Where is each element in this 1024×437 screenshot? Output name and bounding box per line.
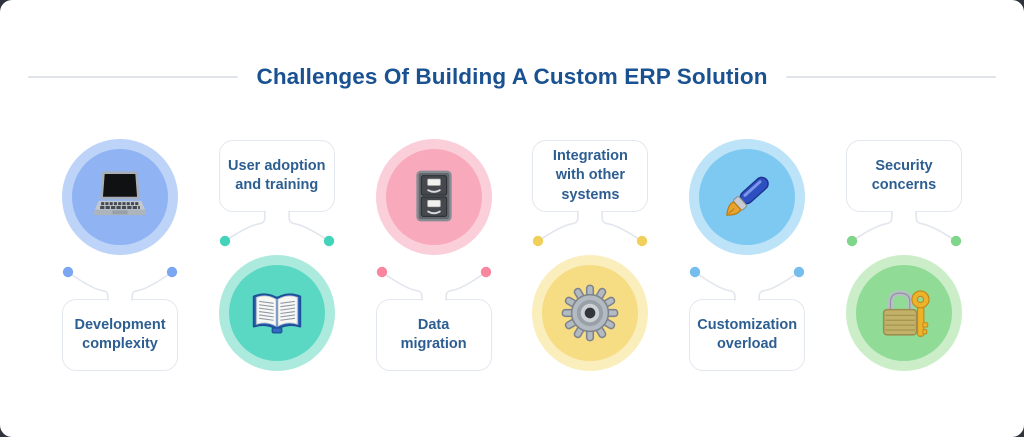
file-cabinet-icon [415, 170, 452, 222]
challenge-item-security-concerns: Security concerns [838, 139, 970, 371]
title-divider-left [28, 76, 239, 78]
challenges-row: Development complexity User adoption and… [54, 139, 970, 371]
connector-up [533, 210, 648, 247]
title-divider-right [785, 76, 997, 78]
challenge-label-card: Customization overload [689, 299, 806, 371]
challenge-label-card: User adoption and training [218, 140, 335, 212]
page-title: Challenges Of Building A Custom ERP Solu… [256, 64, 768, 89]
connector-down [689, 266, 805, 301]
connector-up [846, 210, 962, 247]
challenge-label-card: Data migration [375, 299, 492, 371]
fountain-pen-icon [726, 176, 769, 216]
challenge-label-card: Security concerns [845, 140, 962, 212]
connector-up [219, 210, 334, 247]
challenge-item-development-complexity: Development complexity [54, 139, 186, 371]
challenge-label: Data migration [400, 316, 467, 352]
icon-bubble [532, 255, 649, 371]
icon-bubble [689, 139, 806, 255]
icon-bubble [845, 255, 962, 371]
challenge-label: Integration with other systems [552, 148, 628, 203]
padlock-key-icon [882, 290, 930, 337]
challenge-label-card: Integration with other systems [532, 140, 649, 212]
challenge-item-data-migration: Data migration [368, 139, 500, 371]
header: Challenges Of Building A Custom ERP Solu… [0, 63, 1024, 91]
challenge-item-user-adoption: User adoption and training [211, 139, 343, 371]
connector-down [62, 266, 178, 301]
challenge-label-card: Development complexity [62, 299, 178, 371]
challenge-item-integration: Integration with other systems [524, 139, 656, 371]
gear-icon [562, 284, 619, 342]
icon-bubble [218, 255, 335, 371]
challenge-item-customization-overload: Customization overload [681, 139, 813, 371]
challenge-label: Security concerns [871, 157, 937, 193]
icon-bubble [375, 139, 492, 255]
challenge-label: User adoption and training [228, 157, 326, 193]
laptop-icon [94, 171, 146, 216]
challenge-label: Customization overload [697, 316, 798, 352]
icon-bubble [62, 139, 178, 255]
open-book-icon [252, 293, 302, 334]
challenge-label: Development complexity [74, 316, 166, 352]
connector-down [376, 266, 491, 301]
